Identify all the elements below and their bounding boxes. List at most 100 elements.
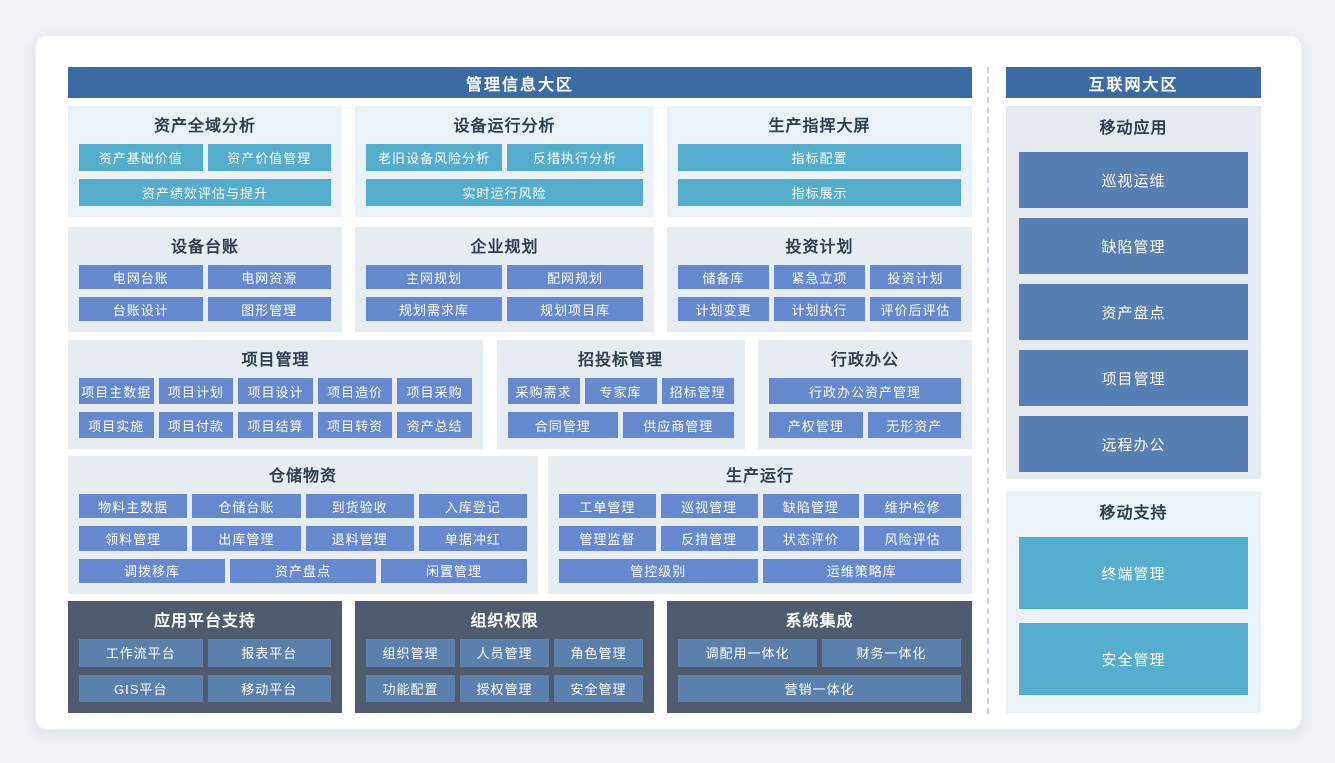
module-button[interactable]: 到货验收: [305, 494, 414, 519]
module-button[interactable]: 管理监督: [559, 526, 656, 551]
module-button[interactable]: 供应商管理: [623, 412, 734, 438]
module-button[interactable]: 缺陷管理: [1019, 218, 1248, 274]
module-button[interactable]: 功能配置: [366, 674, 455, 702]
module-button[interactable]: 指标配置: [678, 144, 961, 171]
module-button[interactable]: 资产价值管理: [207, 144, 331, 171]
module-button[interactable]: 项目采购: [397, 378, 472, 404]
module-button[interactable]: 无形资产: [867, 412, 961, 438]
module-title: 资产全域分析: [153, 118, 256, 135]
module-button[interactable]: 专家库: [584, 378, 657, 404]
button-row: 产权管理无形资产: [769, 412, 961, 438]
module-button[interactable]: 评价后评估: [870, 297, 961, 321]
module-panel: 企业规划主网规划配网规划规划需求库规划项目库: [355, 227, 654, 332]
module-button[interactable]: 配网规划: [507, 265, 643, 289]
module-button[interactable]: 计划执行: [774, 297, 865, 321]
module-button[interactable]: 营销一体化: [678, 674, 961, 702]
module-button[interactable]: 报表平台: [207, 639, 331, 667]
module-button[interactable]: 老旧设备风险分析: [366, 144, 502, 171]
module-button[interactable]: 退料管理: [305, 526, 414, 551]
module-button[interactable]: 图形管理: [207, 297, 331, 321]
module-button[interactable]: 管控级别: [559, 558, 758, 583]
module-button[interactable]: 安全管理: [1019, 623, 1248, 695]
module-button[interactable]: 运维策略库: [762, 558, 961, 583]
module-panel: 项目管理项目主数据项目计划项目设计项目造价项目采购项目实施项目付款项目结算项目转…: [68, 340, 483, 449]
module-button[interactable]: 紧急立项: [774, 265, 865, 289]
module-button[interactable]: 物料主数据: [79, 494, 188, 519]
module-button[interactable]: 资产盘点: [1019, 284, 1248, 340]
button-row: 工作流平台报表平台: [79, 639, 331, 667]
module-button[interactable]: 储备库: [678, 265, 769, 289]
module-button[interactable]: 主网规划: [366, 265, 502, 289]
module-buttons: 工单管理巡视管理缺陷管理维护检修管理监督反措管理状态评价风险评估管控级别运维策略…: [559, 494, 961, 583]
module-button[interactable]: 入库登记: [418, 494, 527, 519]
module-button[interactable]: 调拨移库: [79, 558, 225, 583]
module-button[interactable]: 状态评价: [762, 526, 860, 551]
module-button[interactable]: 电网资源: [207, 265, 331, 289]
module-button[interactable]: 项目付款: [158, 412, 234, 438]
module-panel: 生产指挥大屏指标配置指标展示: [667, 106, 972, 217]
module-button[interactable]: 项目主数据: [79, 378, 154, 404]
module-button[interactable]: 维护检修: [864, 494, 961, 519]
module-button[interactable]: 资产盘点: [230, 558, 376, 583]
module-button[interactable]: 财务一体化: [822, 639, 961, 667]
module-button[interactable]: 行政办公资产管理: [769, 378, 961, 404]
module-button[interactable]: 投资计划: [870, 265, 961, 289]
module-button[interactable]: 资产总结: [397, 412, 472, 438]
internet-zone-panels: 移动应用巡视运维缺陷管理资产盘点项目管理远程办公移动支持终端管理安全管理: [1006, 106, 1261, 713]
module-panel: 设备台账电网台账电网资源台账设计图形管理: [68, 227, 342, 332]
module-button[interactable]: 远程办公: [1019, 416, 1248, 472]
module-button[interactable]: 工作流平台: [79, 639, 203, 667]
module-button[interactable]: 项目设计: [238, 378, 313, 404]
button-row: 台账设计图形管理: [79, 297, 331, 321]
module-button[interactable]: 项目造价: [317, 378, 393, 404]
module-button[interactable]: 工单管理: [559, 494, 656, 519]
module-button[interactable]: 计划变更: [678, 297, 769, 321]
module-button[interactable]: 采购需求: [507, 378, 580, 404]
button-row: 资产绩效评估与提升: [79, 179, 331, 206]
module-button[interactable]: 项目转资: [317, 412, 393, 438]
button-row: 物料主数据仓储台账到货验收入库登记: [79, 494, 527, 519]
module-panel: 资产全域分析资产基础价值资产价值管理资产绩效评估与提升: [68, 106, 342, 217]
module-title: 行政办公: [830, 352, 899, 369]
module-button[interactable]: 指标展示: [678, 179, 961, 206]
module-button[interactable]: 资产绩效评估与提升: [79, 179, 331, 206]
module-button[interactable]: 组织管理: [366, 639, 455, 667]
module-button[interactable]: 终端管理: [1019, 537, 1248, 609]
module-button[interactable]: 规划需求库: [366, 297, 502, 321]
module-button[interactable]: 单据冲红: [418, 526, 527, 551]
button-row: 项目主数据项目计划项目设计项目造价项目采购: [79, 378, 472, 404]
module-button[interactable]: 项目实施: [79, 412, 154, 438]
module-button[interactable]: 资产基础价值: [79, 144, 203, 171]
module-button[interactable]: 安全管理: [554, 674, 643, 702]
module-button[interactable]: 台账设计: [79, 297, 203, 321]
module-button[interactable]: 产权管理: [769, 412, 863, 438]
module-button[interactable]: 仓储台账: [192, 494, 301, 519]
module-button[interactable]: 合同管理: [507, 412, 618, 438]
module-button[interactable]: 领料管理: [79, 526, 188, 551]
module-button[interactable]: 角色管理: [554, 639, 643, 667]
module-button[interactable]: 调配用一体化: [678, 639, 817, 667]
module-button[interactable]: 移动平台: [207, 674, 331, 702]
module-button[interactable]: 风险评估: [864, 526, 961, 551]
module-button[interactable]: 项目管理: [1019, 350, 1248, 406]
module-button[interactable]: 反措执行分析: [507, 144, 643, 171]
module-button[interactable]: 人员管理: [460, 639, 549, 667]
module-button[interactable]: 出库管理: [192, 526, 301, 551]
zone-divider-dashed-line: [987, 67, 989, 714]
button-row: 主网规划配网规划: [366, 265, 643, 289]
module-button[interactable]: 项目结算: [238, 412, 313, 438]
module-button[interactable]: 闲置管理: [381, 558, 527, 583]
module-button[interactable]: 实时运行风险: [366, 179, 643, 206]
module-button[interactable]: 巡视管理: [660, 494, 758, 519]
module-button[interactable]: GIS平台: [79, 674, 203, 702]
module-button[interactable]: 电网台账: [79, 265, 203, 289]
module-button[interactable]: 缺陷管理: [762, 494, 860, 519]
module-button[interactable]: 项目计划: [158, 378, 234, 404]
module-button[interactable]: 授权管理: [460, 674, 549, 702]
module-button[interactable]: 反措管理: [660, 526, 758, 551]
module-button[interactable]: 规划项目库: [507, 297, 643, 321]
module-button[interactable]: 招标管理: [661, 378, 734, 404]
module-button[interactable]: 巡视运维: [1019, 152, 1248, 208]
module-buttons: 采购需求专家库招标管理合同管理供应商管理: [507, 378, 734, 438]
panel-row: 设备台账电网台账电网资源台账设计图形管理企业规划主网规划配网规划规划需求库规划项…: [68, 227, 972, 332]
